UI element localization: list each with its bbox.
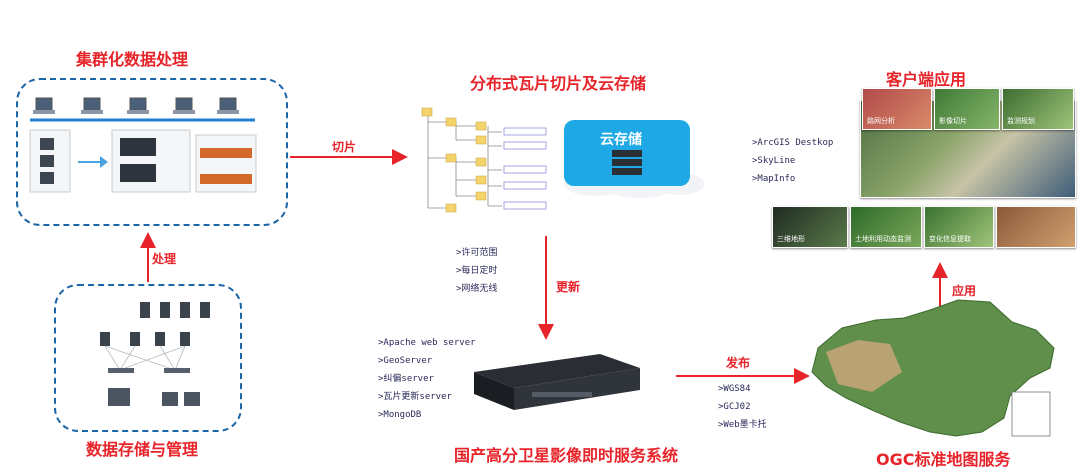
client-tile-change: 变化信息提取 bbox=[924, 206, 994, 248]
server-appliance bbox=[474, 354, 640, 410]
storage-switches bbox=[108, 368, 190, 373]
client-tile-landuse: 土地利用动态监测 bbox=[850, 206, 922, 248]
client-tile-3d-mountain bbox=[996, 206, 1076, 248]
client-tile-road: 路网分析 bbox=[862, 88, 932, 130]
update-condition-item: >许可范围 bbox=[456, 248, 498, 258]
slice-label: 切片 bbox=[332, 140, 357, 154]
process-label: 处理 bbox=[152, 252, 177, 266]
server-item: >Apache web server bbox=[378, 338, 476, 348]
client-tile-terrain: 三维地形 bbox=[772, 206, 848, 248]
tile-tree bbox=[427, 112, 502, 209]
client-title: 客户端应用 bbox=[886, 70, 967, 89]
cluster-box bbox=[16, 78, 288, 226]
client-software-item: >SkyLine bbox=[752, 156, 796, 166]
storage-top-servers bbox=[140, 302, 210, 318]
client-tile-monitor: 监测规划 bbox=[1002, 88, 1074, 130]
server-item: >纠偏server bbox=[378, 374, 434, 384]
tile-file-rows bbox=[503, 127, 547, 210]
coord-system-item: >GCJ02 bbox=[718, 402, 751, 412]
ogc-title: OGC标准地图服务 bbox=[876, 450, 1011, 469]
client-software-list: >ArcGIS Destkop >SkyLine >MapInfo bbox=[752, 134, 833, 188]
storage-middle-servers bbox=[100, 332, 190, 346]
client-software-item: >MapInfo bbox=[752, 174, 796, 184]
cluster-computers bbox=[35, 97, 237, 111]
cloud-storage-graphic bbox=[564, 120, 704, 198]
publish-label: 发布 bbox=[726, 356, 751, 370]
cluster-title: 集群化数据处理 bbox=[76, 50, 189, 69]
china-map bbox=[811, 299, 1055, 437]
cluster-disk-units bbox=[40, 138, 54, 184]
server-item: >瓦片更新server bbox=[378, 392, 452, 402]
south-sea-inset bbox=[1011, 391, 1051, 437]
cluster-blade-arrays bbox=[200, 148, 252, 184]
tiling-title: 分布式瓦片切片及云存储 bbox=[470, 74, 647, 93]
coord-system-item: >Web墨卡托 bbox=[718, 420, 767, 430]
update-condition-item: >网络无线 bbox=[456, 284, 498, 294]
apply-label: 应用 bbox=[952, 284, 977, 298]
cluster-server-racks bbox=[120, 138, 156, 182]
client-tile-image: 影像切片 bbox=[934, 88, 1000, 130]
coord-system-list: >WGS84 >GCJ02 >Web墨卡托 bbox=[718, 380, 767, 434]
server-item: >MongoDB bbox=[378, 410, 422, 420]
server-list: >Apache web server >GeoServer >纠偏server … bbox=[378, 334, 476, 424]
china-map-highland bbox=[826, 340, 902, 392]
cloud-storage-label: 云存储 bbox=[600, 132, 642, 148]
client-software-item: >ArcGIS Destkop bbox=[752, 138, 834, 148]
update-condition-item: >每日定时 bbox=[456, 266, 498, 276]
storage-link-lines bbox=[104, 345, 186, 371]
cluster-computer-bases bbox=[33, 110, 239, 114]
storage-box bbox=[54, 284, 242, 432]
update-conditions-list: >许可范围 >每日定时 >网络无线 bbox=[456, 244, 497, 298]
server-item: >GeoServer bbox=[378, 356, 433, 366]
update-label: 更新 bbox=[556, 280, 581, 294]
tile-folder-icons bbox=[421, 107, 487, 213]
coord-system-item: >WGS84 bbox=[718, 384, 751, 394]
system-title: 国产高分卫星影像即时服务系统 bbox=[454, 446, 679, 465]
storage-title: 数据存储与管理 bbox=[86, 440, 199, 459]
cluster-flow-arrow bbox=[78, 156, 108, 168]
storage-bottom-arrays bbox=[108, 388, 200, 406]
